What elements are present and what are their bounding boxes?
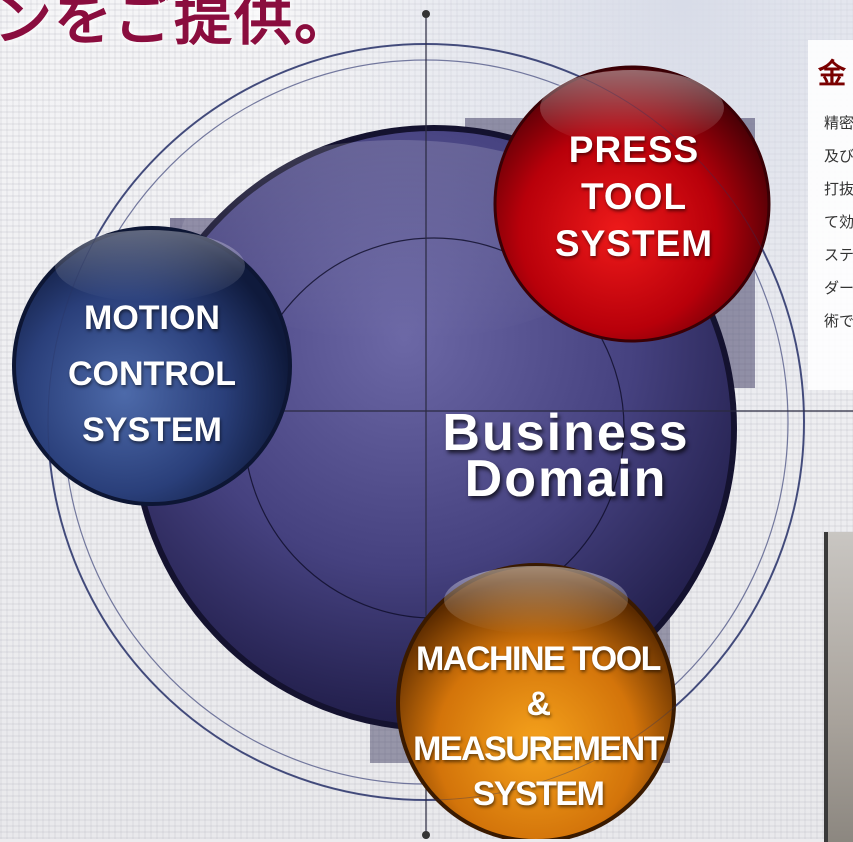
motion-line: MOTION	[84, 299, 220, 337]
domain-line: Business	[442, 404, 690, 462]
page-heading: ンをご提供。	[0, 0, 355, 53]
motion-line: SYSTEM	[82, 411, 222, 449]
business-domain-label: Business Domain	[442, 404, 690, 508]
machine-line: MEASUREMENT	[413, 730, 664, 768]
side-line: て効	[824, 213, 853, 231]
side-line: 打抜	[824, 180, 853, 198]
crosshair-dot-bottom	[422, 831, 430, 839]
outer-ring-overlay	[47, 43, 805, 801]
machine-tool-label: MACHINE TOOL & MEASUREMENT SYSTEM	[413, 637, 664, 817]
press-line: SYSTEM	[554, 223, 714, 264]
machine-line: MACHINE TOOL	[416, 640, 661, 678]
side-line: ダー	[824, 279, 853, 297]
side-body-text: 精密 及び 打抜 て効 ステ ダー 術で	[824, 112, 853, 343]
machine-line: &	[526, 685, 551, 723]
machine-tool-circle	[396, 563, 676, 839]
crosshair-dot-top	[422, 10, 430, 18]
side-photo	[824, 532, 853, 842]
side-line: ステ	[824, 246, 853, 264]
motion-line: CONTROL	[67, 355, 237, 393]
side-title: 金	[818, 57, 847, 90]
press-line: TOOL	[580, 176, 688, 217]
side-line: 術で	[824, 312, 853, 330]
press-tool-circle	[493, 65, 771, 343]
side-line: 精密	[824, 114, 853, 132]
motion-control-label: MOTION CONTROL SYSTEM	[68, 290, 236, 458]
motion-gloss	[55, 230, 245, 302]
machine-line: SYSTEM	[472, 775, 605, 813]
press-line: PRESS	[568, 129, 700, 170]
machine-gloss	[444, 566, 628, 634]
press-tool-label: PRESS TOOL SYSTEM	[555, 126, 713, 267]
domain-line: Domain	[464, 450, 668, 508]
side-text-panel	[808, 40, 853, 390]
press-gloss	[540, 70, 724, 146]
motion-control-circle	[12, 226, 292, 506]
side-line: 及び	[824, 147, 853, 165]
